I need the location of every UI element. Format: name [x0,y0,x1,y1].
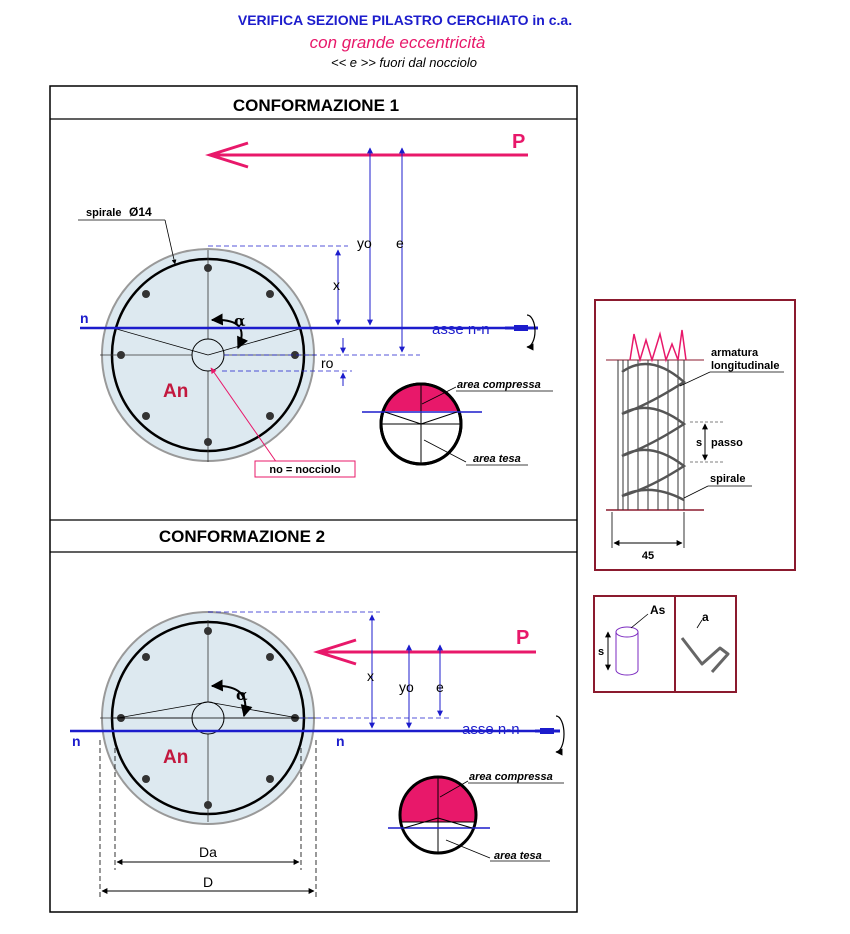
conf1-yo-label: yo [357,235,372,251]
conf1-e-label: e [396,235,404,251]
page-note: << e >> fuori dal nocciolo [331,55,477,70]
bar-s-label: s [598,646,604,658]
conf1-axis-label: asse n-n [432,321,490,338]
spiral-detail-panel: 45 armatura longitudinale s passo spiral… [594,299,796,571]
bar-as-label: As [650,603,666,617]
pitch-label: passo [711,437,743,449]
spiral-detail-label: spirale [710,473,745,485]
conf2-area-label: An [163,747,188,768]
conf1-n-label: n [80,310,89,326]
page-subtitle: con grande eccentricità [309,33,486,52]
conf1-x-label: x [333,277,340,293]
conf2-yo-label: yo [399,679,414,695]
conf1-rebars [117,264,299,446]
conf1-title: CONFORMAZIONE 1 [233,96,399,115]
conf2-compressed-label: area compressa [469,771,553,783]
conf1-area-label: An [163,381,188,402]
conf2-n-left: n [72,733,81,749]
conf1-spiral-label: spirale [86,207,121,219]
conf2-tension-label: area tesa [494,850,542,862]
conf1-tension-label: area tesa [473,453,521,465]
conf2-section-drawing: α P n n asse n-n x yo e An Da D [70,611,565,898]
conf2-load-label: P [516,627,529,649]
conf1-alpha: α [234,312,246,330]
conf2-e-label: e [436,679,444,695]
main-frame [49,85,578,913]
bar-a-label: a [702,610,709,624]
conf2-n-right: n [336,733,345,749]
conf1-core-note: no = nocciolo [269,464,340,476]
conf1-spiral-dia: Ø14 [129,205,152,219]
conf2-x-label: x [367,668,374,684]
spiral-s-label: s [696,437,702,449]
page-title: VERIFICA SEZIONE PILASTRO CERCHIATO in c… [237,12,573,28]
conf1-load-label: P [512,131,525,153]
conf1-compressed-label: area compressa [457,379,541,391]
longitudinal-label-2: longitudinale [711,360,779,372]
conf2-da-label: Da [199,844,217,860]
bar-detail-panel: s As a [593,595,737,693]
conf2-axis-label: asse n-n [462,721,520,738]
conf1-section-drawing: P α n asse n-n x yo [78,131,553,478]
conf2-title: CONFORMAZIONE 2 [159,527,325,546]
conf2-alpha: α [236,686,248,704]
conf1-ro-label: ro [321,355,334,371]
spiral-dim-label: 45 [642,550,654,562]
longitudinal-label-1: armatura [711,347,759,359]
conf2-d-label: D [203,874,213,890]
